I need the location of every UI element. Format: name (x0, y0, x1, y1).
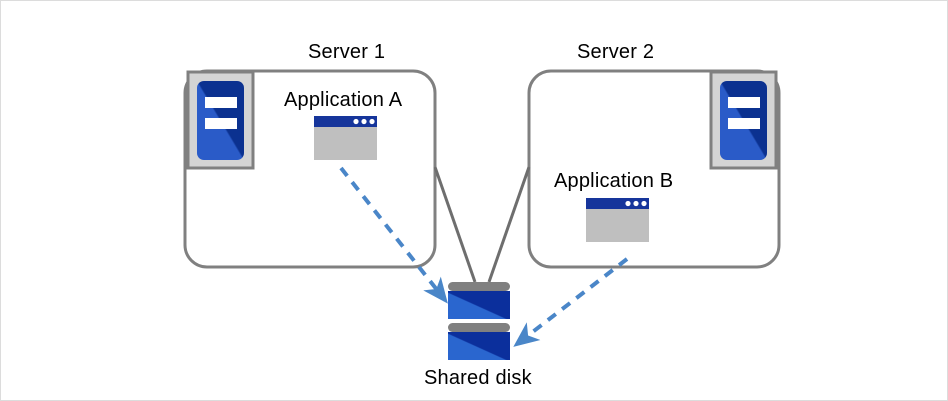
window-dot (353, 118, 359, 125)
application-window-titlebar (586, 198, 649, 209)
arrow-application-b-to-disk (513, 257, 629, 347)
server-icon (186, 70, 255, 170)
disk-bar-top (448, 282, 510, 291)
disk-stack-icon[interactable] (448, 282, 510, 360)
server-icon-bar-top (728, 97, 760, 108)
application-window-icon (586, 198, 649, 242)
application-b-label: Application B (554, 170, 674, 192)
server-2-label: Server 2 (577, 41, 655, 63)
application-a-label: Application A (284, 89, 403, 111)
shared-disk-label: Shared disk (424, 367, 532, 389)
window-dot (369, 118, 375, 125)
server-icon-bar-bottom (205, 118, 237, 129)
application-window-icon (314, 116, 377, 160)
window-dot (633, 200, 639, 207)
window-dot (361, 118, 367, 125)
window-dot (641, 200, 647, 207)
server-1-label: Server 1 (308, 41, 386, 63)
window-dot (625, 200, 631, 207)
disk-platter-top (448, 291, 510, 319)
application-window-titlebar (314, 116, 377, 127)
connector-server-2-to-disk (487, 166, 531, 283)
server-icon-bar-top (205, 97, 237, 108)
server-icon (709, 70, 778, 170)
server-icon-bar-bottom (728, 118, 760, 129)
disk-platter-bottom (448, 332, 510, 360)
connector-server-1-to-disk (433, 166, 477, 283)
disk-bar-bottom (448, 323, 510, 332)
